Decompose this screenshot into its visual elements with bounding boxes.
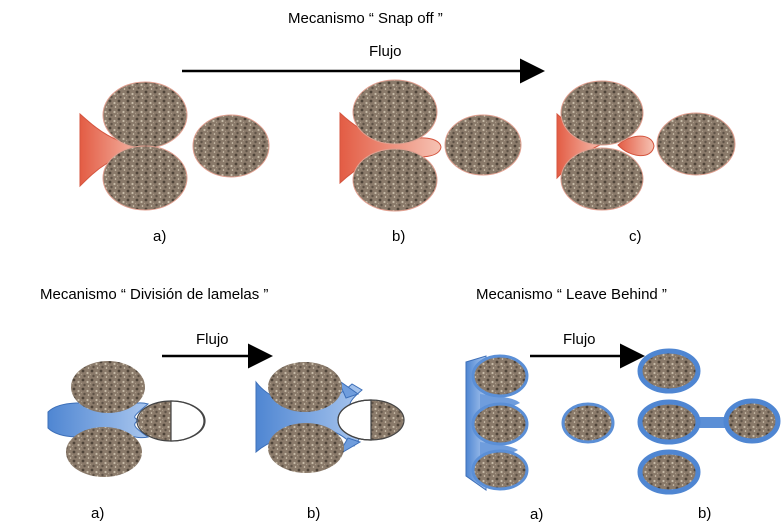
- sand-grain: [656, 112, 736, 176]
- half-grain-white: [170, 400, 205, 442]
- lamella-division-title: Mecanismo “ División de lamelas ”: [40, 286, 269, 303]
- snap-off-title: Mecanismo “ Snap off ”: [288, 10, 443, 27]
- sand-grain: [444, 114, 522, 176]
- sand-grain: [637, 348, 701, 394]
- flow-label-leave-behind: Flujo: [563, 331, 596, 348]
- snap-off-panel-b: [339, 79, 522, 212]
- sand-grain: [66, 427, 142, 477]
- sand-grain: [637, 449, 701, 495]
- lamella-panel-b: [255, 362, 405, 473]
- sand-grain: [268, 423, 344, 473]
- snap-off-panel-c-label: c): [629, 228, 642, 245]
- half-grain: [138, 401, 171, 441]
- sand-grain: [352, 148, 438, 212]
- sand-grain: [560, 80, 644, 146]
- sand-grain: [471, 449, 529, 491]
- sand-grain: [268, 362, 342, 412]
- snap-off-panel-b-label: b): [392, 228, 406, 245]
- half-grain: [371, 400, 404, 440]
- sand-grain: [723, 398, 781, 444]
- leave-behind-panel-a: [465, 354, 615, 491]
- lamella-panel-b-label: b): [307, 505, 321, 522]
- grain-outline: [337, 399, 405, 441]
- leave-behind-panel-b-label: b): [698, 505, 712, 522]
- leave-behind-panel-b: [637, 348, 781, 495]
- snap-off-panel-a-label: a): [153, 228, 167, 245]
- lamella-panel-a-label: a): [91, 505, 105, 522]
- gas-bubble-detached: [617, 135, 655, 157]
- leave-behind-panel-a-label: a): [530, 506, 544, 523]
- flow-label-lamella: Flujo: [196, 331, 229, 348]
- sand-grain: [352, 79, 438, 145]
- sand-grain: [102, 145, 188, 211]
- sand-grain: [71, 361, 145, 413]
- sand-grain: [471, 402, 529, 446]
- leave-behind-title: Mecanismo “ Leave Behind ”: [476, 286, 667, 303]
- lamella-panel-a: [47, 361, 206, 477]
- sand-grain: [471, 354, 529, 398]
- gas-bubble-branch: [336, 378, 360, 399]
- snap-off-panel-c: [556, 80, 736, 211]
- sand-grain: [637, 399, 701, 445]
- lens-connector: [694, 417, 726, 428]
- sand-grain: [102, 81, 188, 149]
- flow-label-snap-off: Flujo: [369, 43, 402, 60]
- sand-grain: [560, 147, 644, 211]
- sand-grain: [561, 402, 615, 444]
- sand-grain: [192, 114, 270, 178]
- snap-off-panel-a: [79, 81, 270, 211]
